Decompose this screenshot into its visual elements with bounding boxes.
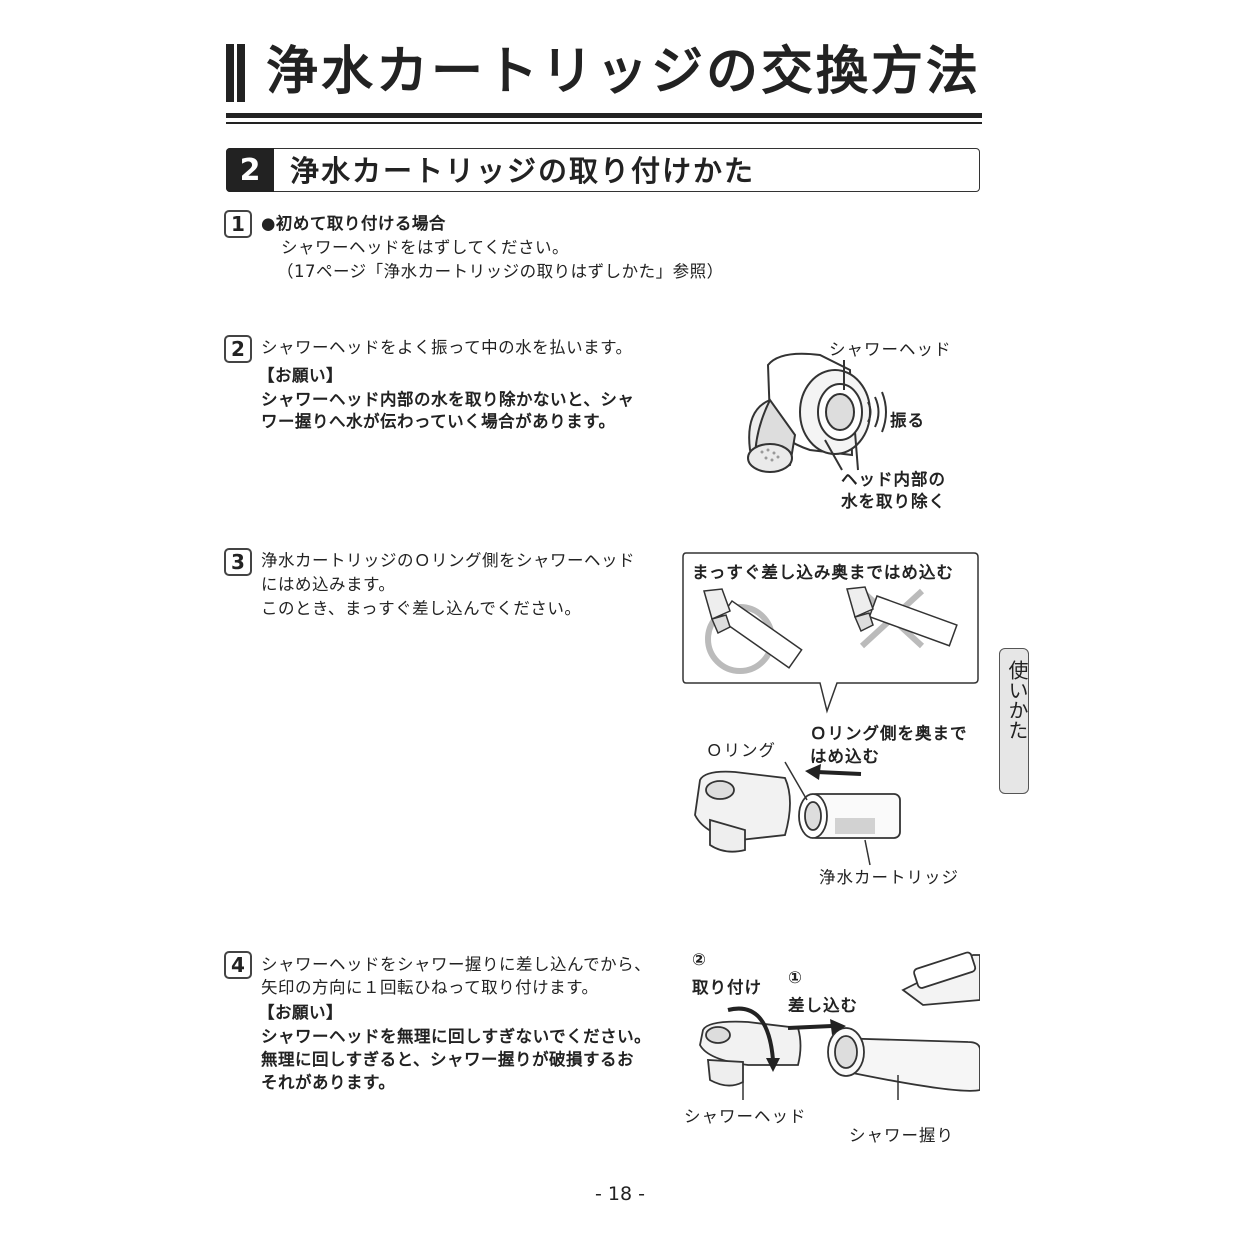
fig2-label-remove-2: 水を取り除く [841, 492, 946, 511]
arrow-right-icon [787, 1019, 846, 1035]
header-rule [226, 113, 982, 118]
step4-note-line2: 無理に回しすぎると、シャワー握りが破損するお [261, 1050, 635, 1069]
fig3-label-oring: Ｏリング [706, 741, 776, 760]
figure-attach-grip [699, 951, 980, 1100]
figure-callout-box [682, 552, 979, 714]
step4-line1: シャワーヘッドをシャワー握りに差し込んでから、 [261, 955, 652, 974]
title-bar-decoration [226, 44, 246, 102]
page-title: 浄水カートリッジの交換方法 [266, 42, 982, 102]
step-number-3: 3 [224, 548, 252, 576]
step-number-1: 1 [224, 210, 252, 238]
fig2-label-shake: 振る [890, 411, 925, 430]
figure-cartridge-insert [694, 761, 901, 866]
fig4-step1-mark: ① [788, 968, 803, 987]
fig4-label-grip: シャワー握り [849, 1126, 954, 1145]
fig2-label-remove-1: ヘッド内部の [841, 470, 946, 489]
step1-heading: ●初めて取り付ける場合 [261, 214, 446, 233]
side-tab [999, 648, 1029, 794]
step4-line2: 矢印の方向に１回転ひねって取り付けます。 [261, 978, 599, 997]
arrow-left-icon [805, 764, 862, 780]
step2-main: シャワーヘッドをよく振って中の水を払います。 [261, 338, 633, 357]
step2-note-line2: ワー握りへ水が伝わっていく場合があります。 [261, 412, 616, 431]
step-number-2: 2 [224, 335, 252, 363]
fig3-label-cartridge: 浄水カートリッジ [819, 868, 959, 887]
step4-note-title: 【お願い】 [258, 1003, 343, 1022]
step3-line3: このとき、まっすぐ差し込んでください。 [261, 599, 582, 618]
header-rule-thin [226, 122, 982, 124]
step3-line2: にはめ込みます。 [261, 575, 396, 594]
fig4-step2-label: 取り付け [692, 978, 762, 997]
side-tab-label: 使いかた [1005, 660, 1029, 740]
step3-line1: 浄水カートリッジのＯリング側をシャワーヘッド [261, 551, 635, 570]
fig4-step1-label: 差し込む [788, 996, 858, 1015]
fig3-callout-label: まっすぐ差し込み奥まではめ込む [692, 563, 954, 582]
fig4-step2-mark: ② [692, 950, 707, 969]
fig4-label-head: シャワーヘッド [684, 1107, 807, 1126]
step1-line3: （17ページ「浄水カートリッジの取りはずしかた」参照） [277, 262, 724, 281]
step-number-4: 4 [224, 951, 252, 979]
section-number: 2 [226, 148, 274, 192]
section-title: 浄水カートリッジの取り付けかた [290, 154, 756, 188]
step1-line2: シャワーヘッドをはずしてください。 [281, 238, 570, 257]
step4-note-line3: それがあります。 [261, 1073, 396, 1092]
step2-note-title: 【お願い】 [258, 366, 343, 385]
page-number: - 18 - [595, 1183, 645, 1205]
step4-note-line1: シャワーヘッドを無理に回しすぎないでください。 [261, 1027, 652, 1046]
fig3-label-insert-1: Ｏリング側を奥まで [810, 724, 968, 743]
fig3-label-insert-2: はめ込む [810, 747, 880, 766]
step2-note-line1: シャワーヘッド内部の水を取り除かないと、シャ [261, 390, 635, 409]
fig2-label-head: シャワーヘッド [829, 340, 952, 359]
figure-shower-head-shake [747, 352, 887, 473]
